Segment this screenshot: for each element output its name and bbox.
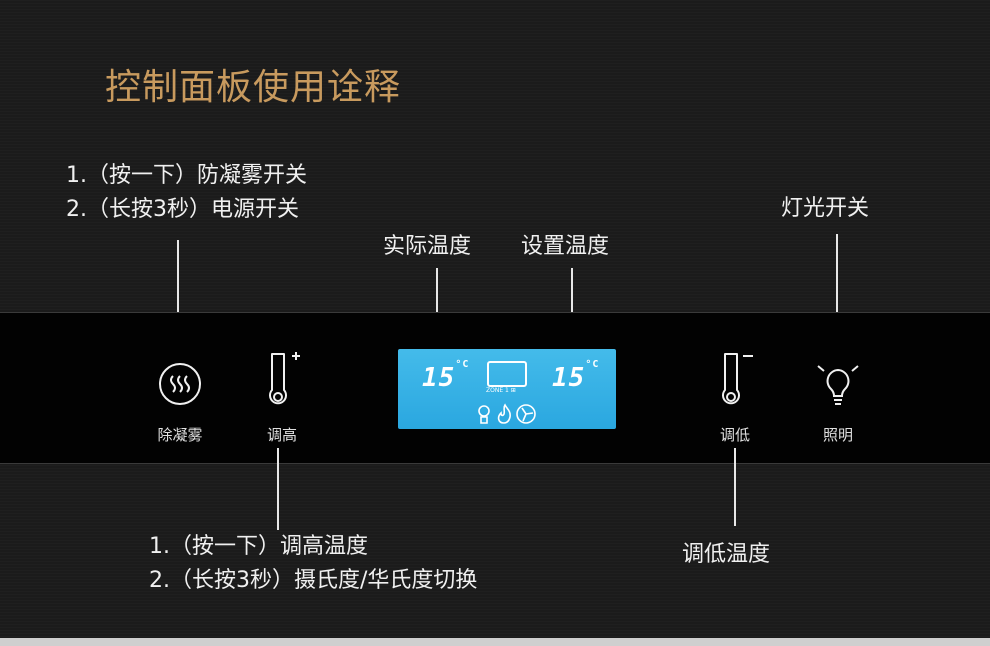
set-temp-annotation: 设置温度 bbox=[521, 234, 610, 259]
temp-down-annotation: 调低温度 bbox=[682, 542, 771, 567]
defog-annotation-line2: 2.（长按3秒）电源开关 bbox=[66, 197, 299, 222]
light-label: 照明 bbox=[822, 426, 853, 444]
defog-annotation: 1.（按一下）防凝雾开关 2.（长按3秒）电源开关 bbox=[66, 159, 307, 227]
set-temp-unit: °C bbox=[585, 359, 600, 370]
status-icons bbox=[478, 403, 536, 424]
light-leader-line bbox=[836, 234, 838, 338]
thermometer-plus-icon bbox=[269, 352, 300, 405]
temp-up-label: 调高 bbox=[266, 426, 297, 444]
temp-down-leader-line bbox=[734, 448, 736, 526]
page-title: 控制面板使用诠释 bbox=[105, 67, 402, 108]
actual-temp-value: 15 bbox=[422, 363, 456, 393]
temp-down-label: 调低 bbox=[719, 426, 750, 444]
temp-up-annotation-line1: 1.（按一下）调高温度 bbox=[149, 534, 368, 559]
fan-icon bbox=[516, 404, 536, 424]
thermometer-minus-icon bbox=[722, 353, 753, 405]
bottle-icon bbox=[478, 405, 490, 424]
light-annotation: 灯光开关 bbox=[781, 196, 870, 221]
cabinet-icon bbox=[487, 361, 527, 387]
zone-label: ZONE 1 ⊞ bbox=[486, 387, 516, 394]
actual-temp-readout: 15°C bbox=[422, 359, 469, 393]
flame-icon bbox=[497, 403, 511, 424]
temp-up-annotation: 1.（按一下）调高温度 2.（长按3秒）摄氏度/华氏度切换 bbox=[149, 530, 477, 598]
actual-temp-annotation: 实际温度 bbox=[383, 234, 472, 259]
lightbulb-icon bbox=[817, 365, 859, 405]
defog-icon bbox=[159, 363, 201, 405]
defog-label: 除凝雾 bbox=[157, 426, 203, 444]
defog-leader-line bbox=[177, 240, 179, 338]
actual-temp-leader-line bbox=[436, 268, 438, 340]
control-panel bbox=[0, 312, 990, 464]
set-temp-readout: 15°C bbox=[552, 359, 599, 393]
actual-temp-unit: °C bbox=[455, 359, 470, 370]
temp-up-annotation-line2: 2.（长按3秒）摄氏度/华氏度切换 bbox=[149, 568, 478, 593]
lcd-display: 15°C ZONE 1 ⊞ 15°C bbox=[398, 349, 616, 429]
bottom-divider bbox=[0, 638, 990, 646]
set-temp-value: 15 bbox=[552, 363, 586, 393]
defog-annotation-line1: 1.（按一下）防凝雾开关 bbox=[66, 163, 307, 188]
temp-up-leader-line bbox=[277, 448, 279, 530]
set-temp-leader-line bbox=[571, 268, 573, 340]
